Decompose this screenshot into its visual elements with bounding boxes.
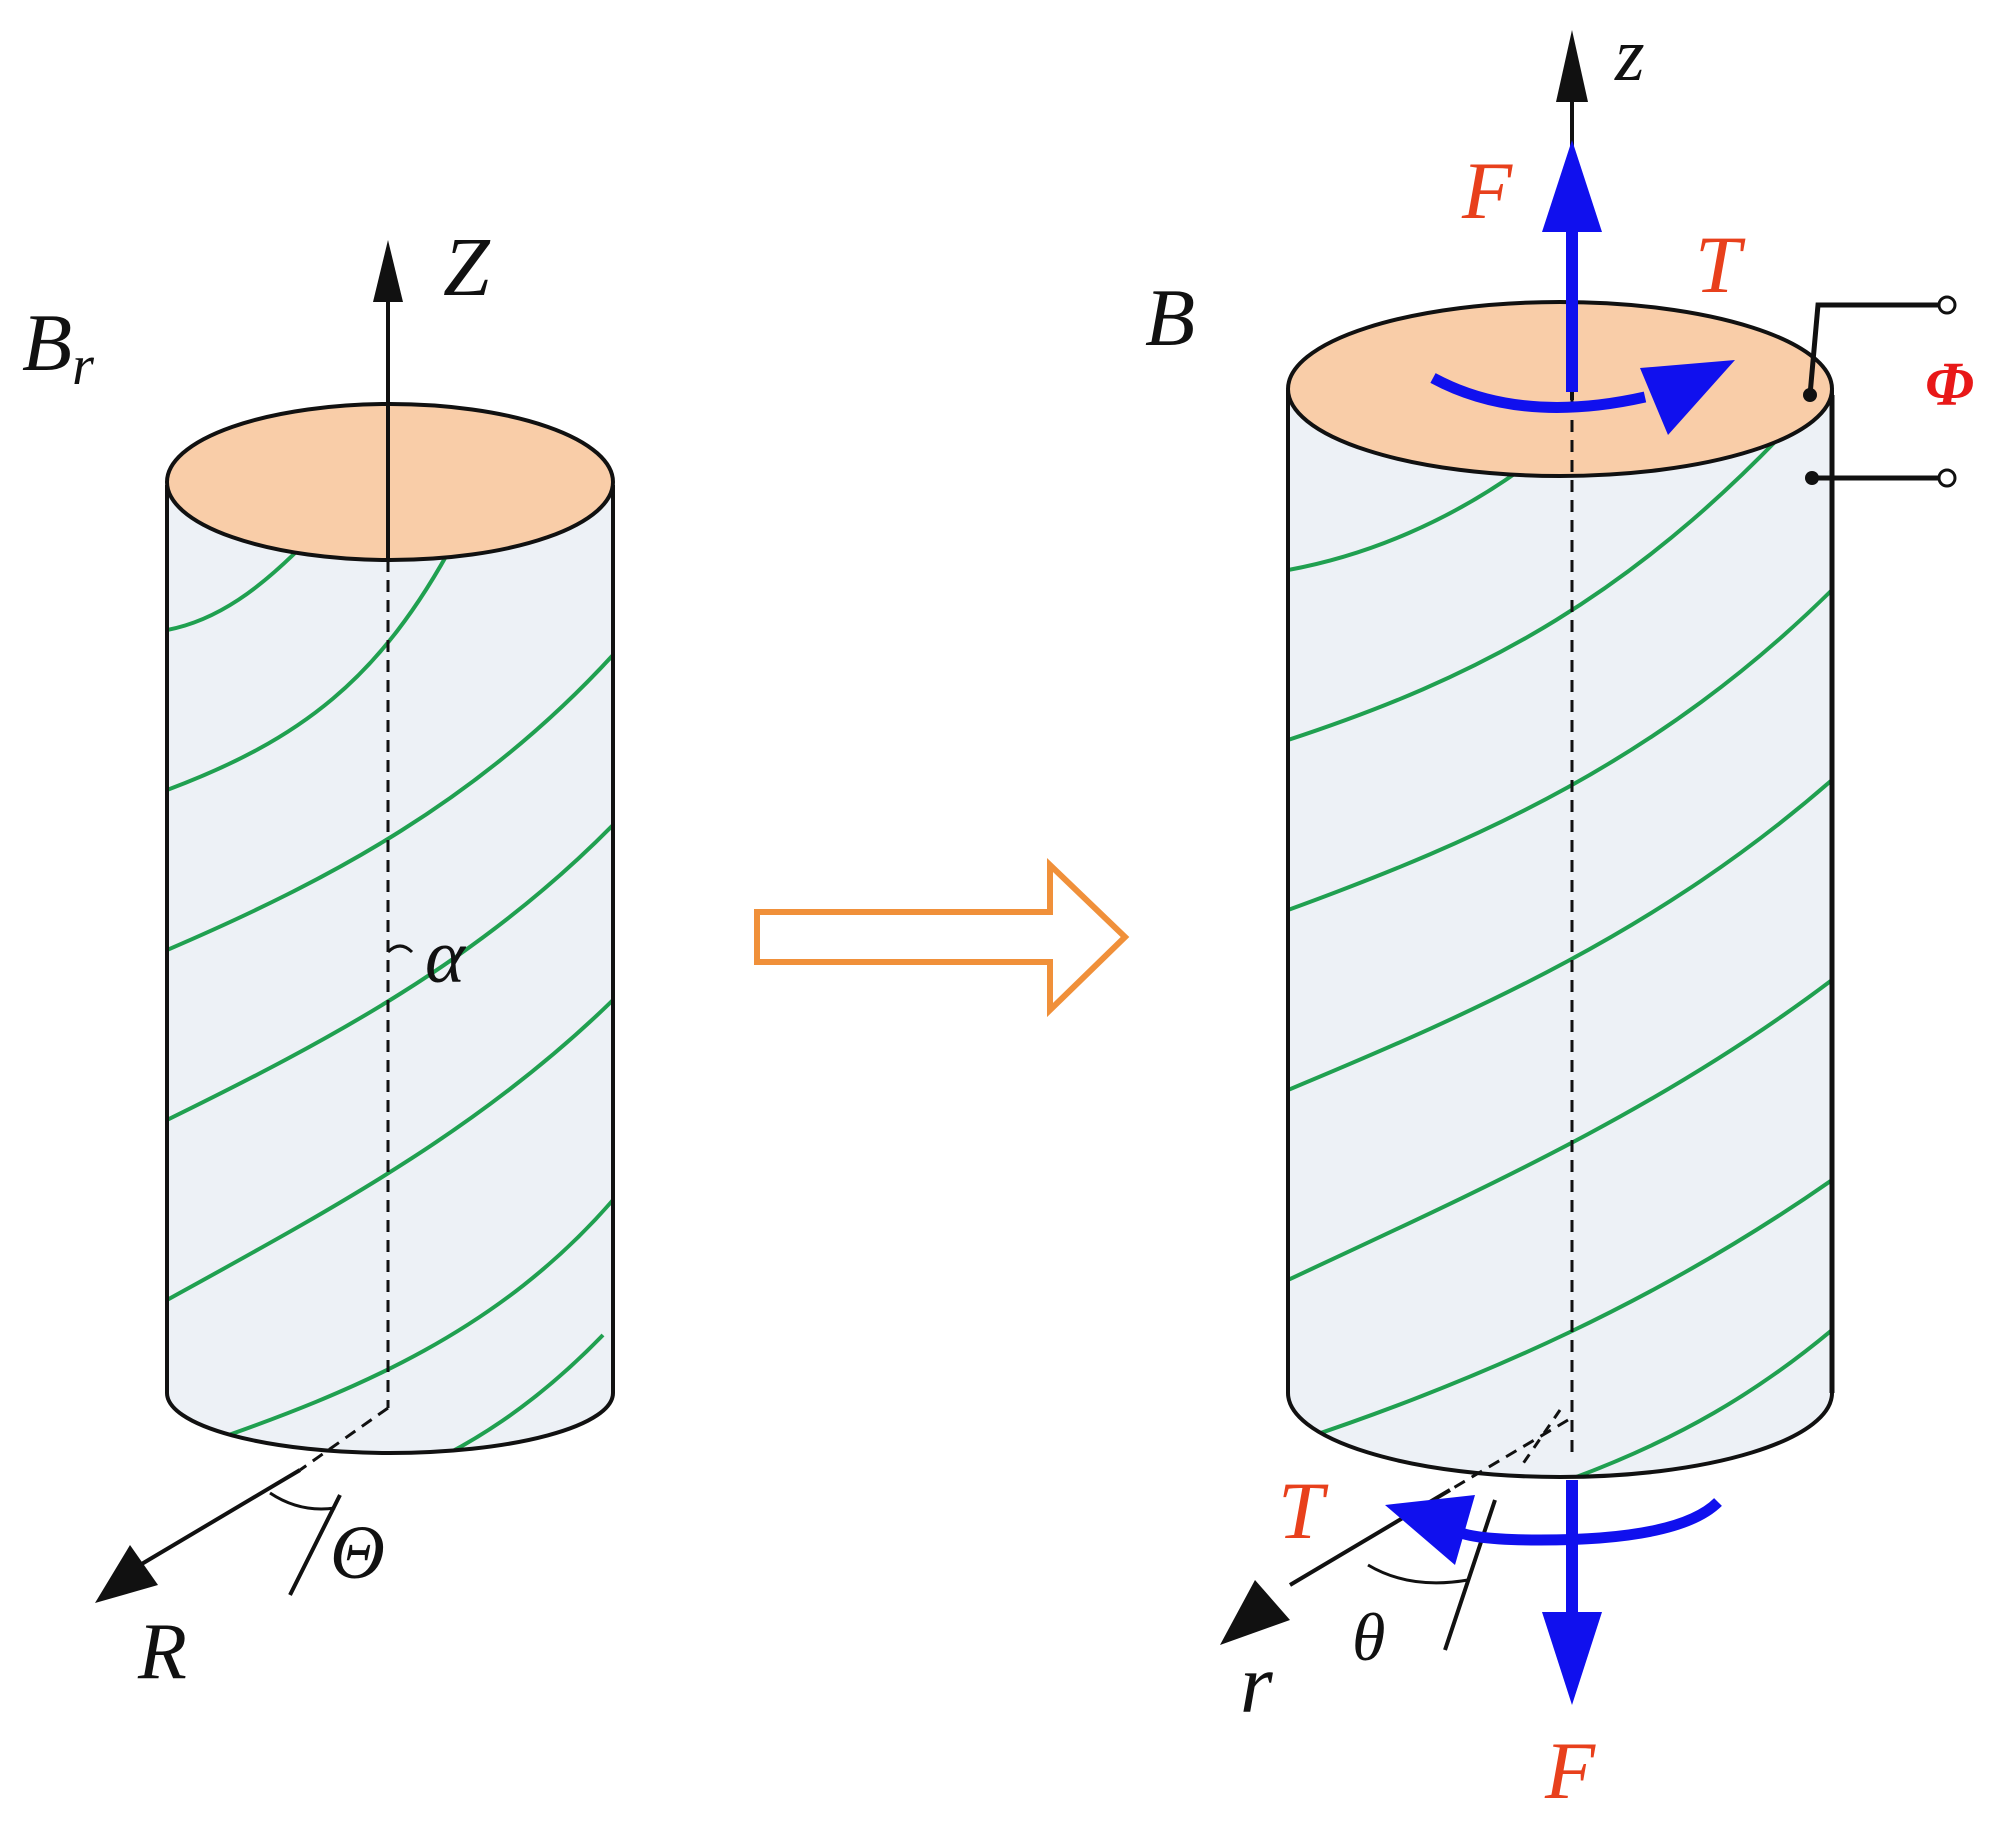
deformed-helix-fibers (1288, 390, 1832, 1477)
torque-bottom-arrow-head (1385, 1495, 1475, 1565)
deformed-cylinder-top (1286, 300, 1834, 478)
electrode-node-side (1805, 471, 1819, 485)
torque-top-arrow-head (1640, 360, 1735, 435)
torque-top-label: T (1695, 219, 1746, 310)
deformed-radial-hidden-2 (1518, 1409, 1562, 1469)
deformed-cylinder-body (1288, 390, 1832, 1477)
terminal-top (1937, 295, 1957, 315)
force-bottom-arrow-head (1542, 1612, 1602, 1705)
terminal-bottom (1937, 468, 1957, 488)
reference-config-label: Br (22, 297, 94, 397)
deformed-cylinder-outline (1286, 390, 1834, 1479)
load-arrows (1385, 140, 1735, 1705)
reference-helix-fibers (167, 539, 613, 1453)
torque-bottom-arrow (1451, 1497, 1722, 1546)
reference-alpha-arc (386, 944, 414, 954)
reference-r-axis (138, 1468, 302, 1567)
reference-theta-guide (288, 1494, 342, 1596)
reference-r-label: R (137, 1608, 187, 1696)
reference-r-axis-head (95, 1545, 158, 1603)
force-top-arrow-head (1542, 140, 1602, 232)
deformed-theta-arc (1367, 1563, 1469, 1585)
reference-theta-label: Θ (330, 1511, 385, 1595)
deformed-theta-guide (1443, 1499, 1497, 1651)
reference-theta-arc (269, 1491, 336, 1511)
deformed-cylinder (1220, 30, 1957, 1705)
deformed-z-axis-head (1556, 30, 1588, 102)
deformed-r-label: r (1240, 1638, 1273, 1731)
deformed-radial-hidden (1449, 1418, 1569, 1492)
electrode-leads (1807, 302, 1942, 481)
deformed-z-label: z (1614, 13, 1645, 97)
torque-top-arrow (1430, 373, 1647, 413)
reference-z-label: Z (443, 221, 491, 314)
torque-bottom-label: T (1278, 1465, 1329, 1556)
deformed-theta-label: θ (1352, 1599, 1385, 1675)
deformed-config-label: B (1145, 272, 1195, 363)
reference-alpha-label: α (425, 915, 467, 999)
reference-radial-hidden (299, 1406, 389, 1472)
reference-cylinder-body (167, 485, 613, 1453)
potential-label: Φ (1925, 351, 1974, 419)
reference-z-axis-head (373, 240, 403, 302)
electrode-node-top (1803, 388, 1817, 402)
force-top-label: F (1461, 145, 1513, 236)
reference-cylinder-outline (165, 485, 615, 1455)
deformed-r-axis-head (1220, 1580, 1290, 1645)
force-bottom-label: F (1544, 1725, 1596, 1816)
transformation-arrow (754, 857, 1130, 1018)
reference-cylinder (95, 240, 615, 1603)
